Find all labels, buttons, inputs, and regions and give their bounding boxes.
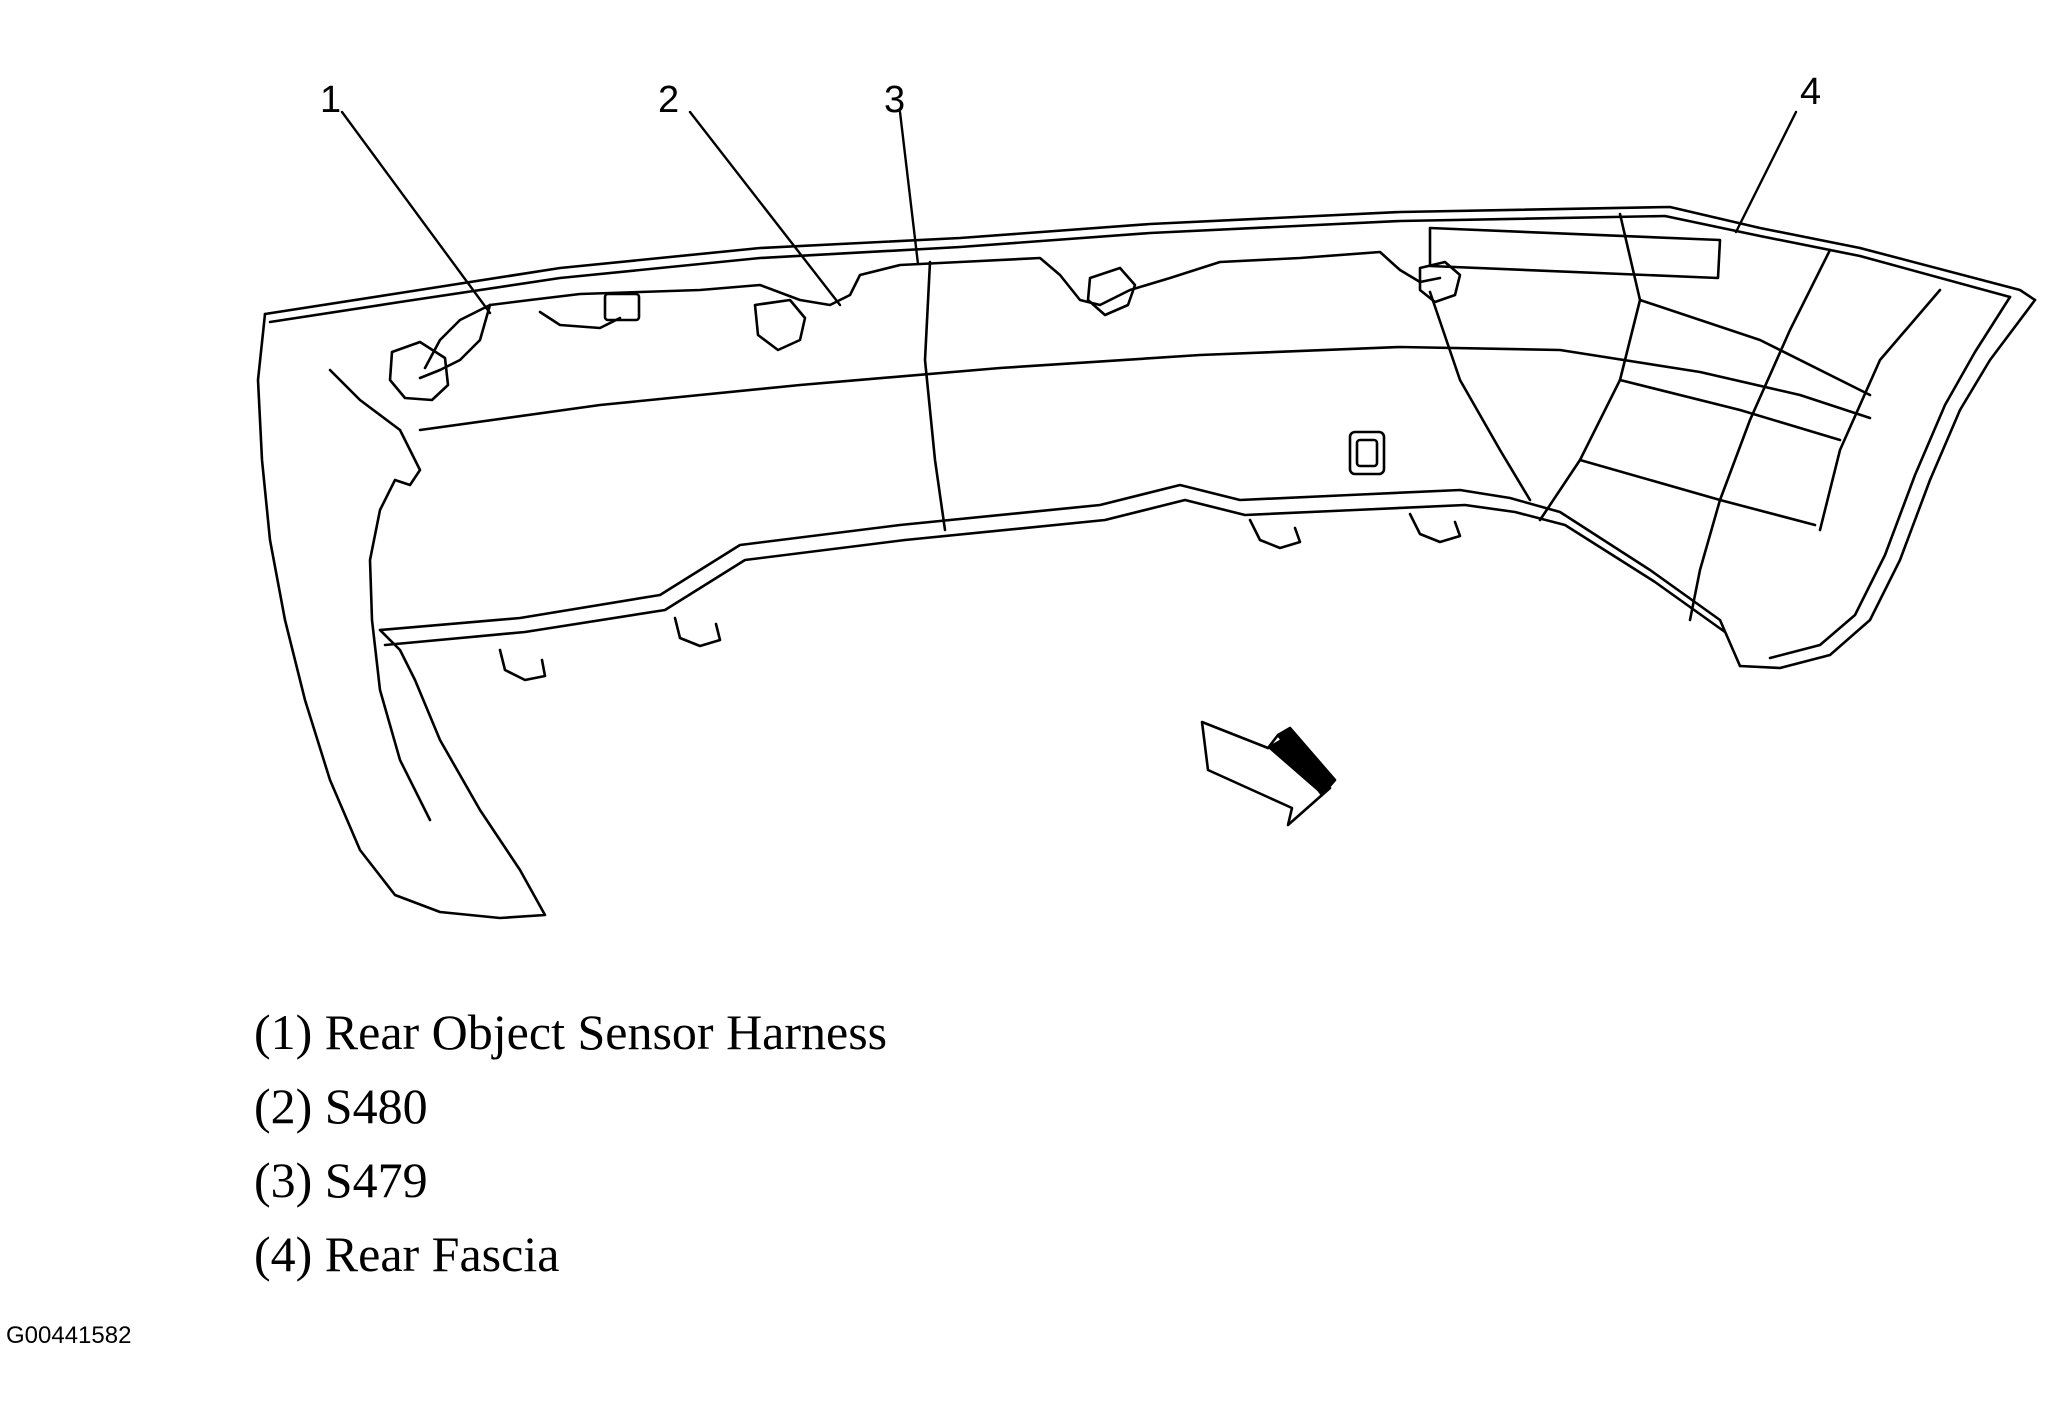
legend-item-4: (4) Rear Fascia — [254, 1226, 560, 1282]
leader-3 — [898, 110, 920, 266]
rear-fascia-illustration — [256, 205, 2037, 920]
sensor-3 — [1086, 266, 1137, 317]
callout-number-2: 2 — [658, 79, 679, 121]
forward-direction-arrow-icon — [1200, 720, 1337, 827]
legend-item-1: (1) Rear Object Sensor Harness — [254, 1004, 888, 1060]
callout-number-3: 3 — [884, 79, 905, 121]
callout-leaders — [340, 110, 1798, 315]
leader-2 — [688, 110, 842, 307]
leader-4 — [1734, 110, 1798, 234]
leader-1 — [340, 110, 492, 315]
figure-id: G00441582 — [6, 1322, 132, 1349]
callout-number-1: 1 — [320, 79, 341, 121]
legend-item-2: (2) S480 — [254, 1078, 428, 1134]
legend: (1) Rear Object Sensor Harness (2) S480 … — [254, 995, 887, 1291]
sensor-harness-wire — [418, 250, 1442, 380]
connector-block — [603, 292, 641, 322]
legend-item-3: (3) S479 — [254, 1152, 428, 1208]
sensor-1 — [388, 340, 450, 402]
object-sensors — [388, 260, 1462, 402]
sensor-2 — [753, 298, 807, 352]
sensor-4 — [1418, 260, 1462, 304]
callout-number-4: 4 — [1800, 71, 1821, 113]
